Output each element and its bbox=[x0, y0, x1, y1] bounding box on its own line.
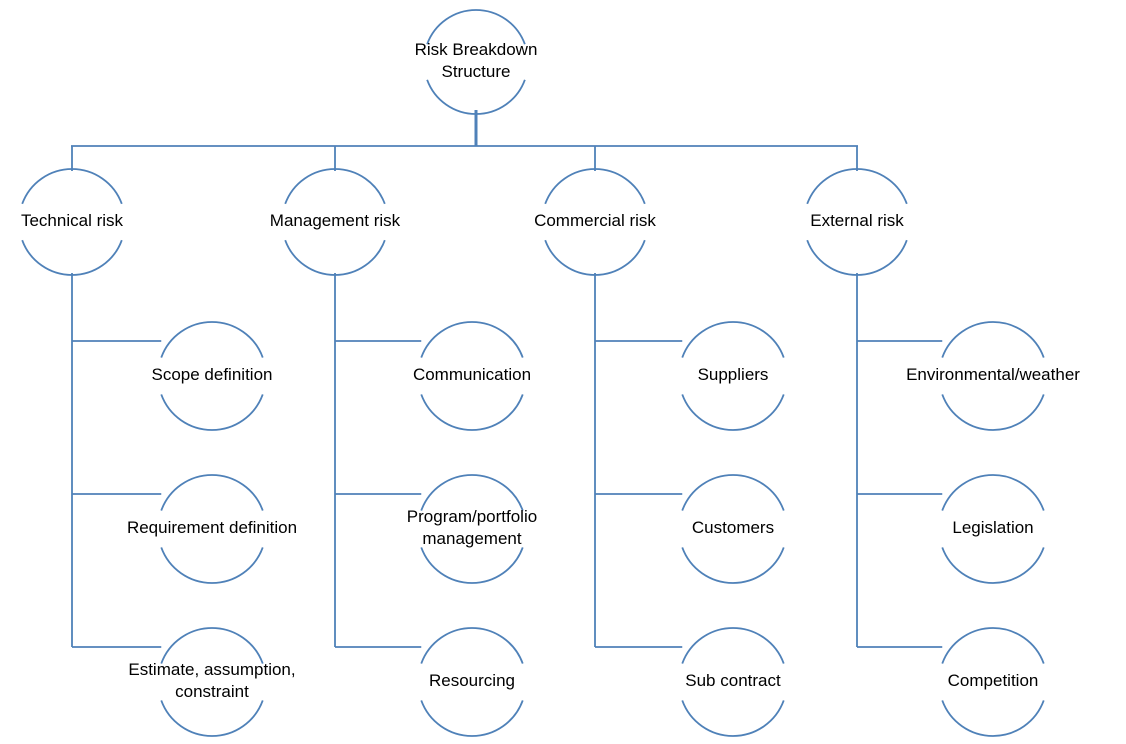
node-label-line: Management risk bbox=[270, 211, 401, 230]
node-external-risk-top-arc bbox=[806, 168, 908, 205]
node-suppliers-top-arc bbox=[681, 321, 785, 358]
node-label: Estimate, assumption, constraint bbox=[128, 660, 295, 701]
node-requirement-definition[interactable]: Requirement definition bbox=[127, 474, 297, 584]
node-label-line: Competition bbox=[948, 671, 1039, 690]
node-label-line: Customers bbox=[692, 518, 774, 537]
node-legislation-top-arc bbox=[941, 474, 1045, 511]
node-technical-risk-top-arc bbox=[21, 168, 123, 205]
node-competition-top-arc bbox=[941, 627, 1045, 664]
node-label-line: Program/portfolio bbox=[407, 507, 537, 526]
node-management-risk[interactable]: Management risk bbox=[270, 168, 401, 276]
node-label-line: Commercial risk bbox=[534, 211, 656, 230]
node-label-line: constraint bbox=[175, 683, 249, 702]
node-label: Technical risk bbox=[21, 211, 124, 230]
node-commercial-risk-top-arc bbox=[544, 168, 646, 205]
node-resourcing-top-arc bbox=[420, 627, 524, 664]
node-scope-definition[interactable]: Scope definition bbox=[152, 321, 273, 431]
node-legislation[interactable]: Legislation bbox=[941, 474, 1045, 584]
node-program-portfolio-management-bottom-arc bbox=[420, 547, 524, 584]
node-label-line: Risk Breakdown bbox=[415, 40, 538, 59]
node-root-bottom-arc bbox=[426, 79, 526, 115]
node-label: Commercial risk bbox=[534, 211, 656, 230]
node-technical-risk-bottom-arc bbox=[21, 239, 123, 276]
node-resourcing-bottom-arc bbox=[420, 700, 524, 737]
node-label: Requirement definition bbox=[127, 518, 297, 537]
node-label: Environmental/weather bbox=[906, 365, 1080, 384]
node-environmental-weather[interactable]: Environmental/weather bbox=[906, 321, 1080, 431]
node-label: Communication bbox=[413, 365, 531, 384]
node-communication[interactable]: Communication bbox=[413, 321, 531, 431]
node-root-top-arc bbox=[426, 9, 526, 45]
node-technical-risk[interactable]: Technical risk bbox=[21, 168, 124, 276]
node-suppliers[interactable]: Suppliers bbox=[681, 321, 785, 431]
node-commercial-risk-bottom-arc bbox=[544, 239, 646, 276]
node-suppliers-bottom-arc bbox=[681, 394, 785, 431]
node-commercial-risk[interactable]: Commercial risk bbox=[534, 168, 656, 276]
node-label-line: Environmental/weather bbox=[906, 365, 1080, 384]
node-label-line: Legislation bbox=[952, 518, 1033, 537]
node-resourcing[interactable]: Resourcing bbox=[420, 627, 524, 737]
node-label-line: Communication bbox=[413, 365, 531, 384]
node-label-line: Technical risk bbox=[21, 211, 124, 230]
node-communication-bottom-arc bbox=[420, 394, 524, 431]
node-requirement-definition-bottom-arc bbox=[160, 547, 264, 584]
node-estimate-assumption-constraint[interactable]: Estimate, assumption, constraint bbox=[128, 627, 296, 737]
node-label: Suppliers bbox=[698, 365, 769, 384]
node-estimate-assumption-constraint-top-arc bbox=[160, 627, 264, 664]
node-label-line: External risk bbox=[810, 211, 904, 230]
node-scope-definition-bottom-arc bbox=[160, 394, 264, 431]
node-competition-bottom-arc bbox=[941, 700, 1045, 737]
node-label: Customers bbox=[692, 518, 774, 537]
node-management-risk-top-arc bbox=[284, 168, 386, 205]
node-label-line: Suppliers bbox=[698, 365, 769, 384]
node-label: Scope definition bbox=[152, 365, 273, 384]
node-label-line: Requirement definition bbox=[127, 518, 297, 537]
node-competition[interactable]: Competition bbox=[941, 627, 1045, 737]
node-label: Legislation bbox=[952, 518, 1033, 537]
node-label-line: Structure bbox=[442, 63, 511, 82]
node-label: External risk bbox=[810, 211, 904, 230]
node-environmental-weather-top-arc bbox=[941, 321, 1045, 358]
node-label: Competition bbox=[948, 671, 1039, 690]
node-label: Resourcing bbox=[429, 671, 515, 690]
node-customers[interactable]: Customers bbox=[681, 474, 785, 584]
node-sub-contract[interactable]: Sub contract bbox=[681, 627, 785, 737]
node-sub-contract-top-arc bbox=[681, 627, 785, 664]
node-customers-top-arc bbox=[681, 474, 785, 511]
node-external-risk-bottom-arc bbox=[806, 239, 908, 276]
node-label-line: Estimate, assumption, bbox=[128, 660, 295, 679]
node-customers-bottom-arc bbox=[681, 547, 785, 584]
node-requirement-definition-top-arc bbox=[160, 474, 264, 511]
node-label: Management risk bbox=[270, 211, 401, 230]
node-external-risk[interactable]: External risk bbox=[806, 168, 908, 276]
node-label: Sub contract bbox=[685, 671, 781, 690]
node-estimate-assumption-constraint-bottom-arc bbox=[160, 700, 264, 737]
node-communication-top-arc bbox=[420, 321, 524, 358]
node-program-portfolio-management-top-arc bbox=[420, 474, 524, 511]
node-legislation-bottom-arc bbox=[941, 547, 1045, 584]
node-label-line: management bbox=[422, 530, 522, 549]
node-label-line: Sub contract bbox=[685, 671, 781, 690]
node-label-line: Scope definition bbox=[152, 365, 273, 384]
node-label-line: Resourcing bbox=[429, 671, 515, 690]
node-environmental-weather-bottom-arc bbox=[941, 394, 1045, 431]
node-scope-definition-top-arc bbox=[160, 321, 264, 358]
node-management-risk-bottom-arc bbox=[284, 239, 386, 276]
node-sub-contract-bottom-arc bbox=[681, 700, 785, 737]
node-label: Program/portfolio management bbox=[407, 507, 537, 548]
node-program-portfolio-management[interactable]: Program/portfolio management bbox=[407, 474, 537, 584]
connectors-layer bbox=[71, 110, 943, 648]
